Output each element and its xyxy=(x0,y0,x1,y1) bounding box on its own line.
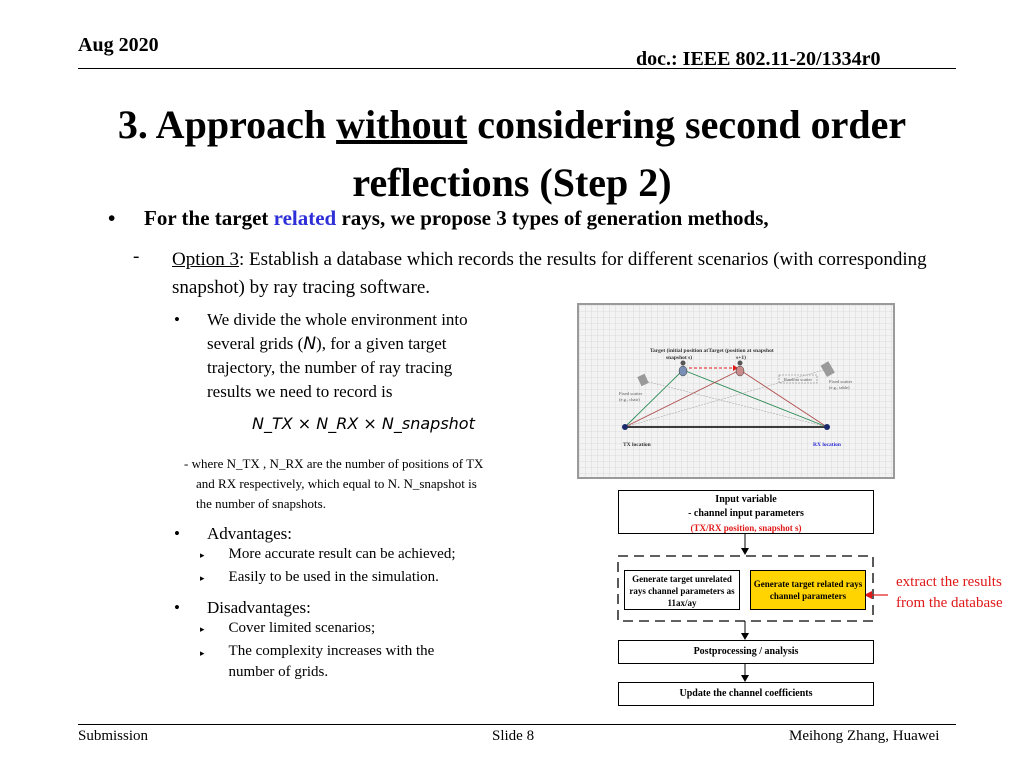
slide-title: 3. Approach without considering second o… xyxy=(60,96,964,212)
arrowhead-input xyxy=(741,548,749,555)
where-note: - where N_TX , N_RX are the number of po… xyxy=(184,454,524,514)
target-1-head xyxy=(680,360,686,366)
arrow-bullet-icon: ▸ xyxy=(200,574,205,584)
grid-line1: We divide the whole environment into xyxy=(207,310,468,329)
extract-note: extract the results from the database xyxy=(896,572,1003,614)
footer-author: Meihong Zhang, Huawei xyxy=(789,728,940,744)
advantages-list: ▸ More accurate result can be achieved; ▸… xyxy=(200,544,456,590)
rx-label: RX location xyxy=(813,442,841,448)
title-part1: 3. Approach xyxy=(117,102,337,147)
flow-unrelated-box: Generate target unrelated rays channel p… xyxy=(624,570,740,610)
footer-rule xyxy=(78,724,956,725)
bullet-dot: • xyxy=(174,598,180,617)
ray-scatter-right xyxy=(624,368,828,428)
formula-text: N_TX × N_RX × N_snapshot xyxy=(252,414,475,433)
where-line1: - where N_TX , N_RX are the number of po… xyxy=(184,456,484,471)
option-3-text: Option 3: Establish a database which rec… xyxy=(172,246,962,302)
header-rule xyxy=(78,68,956,69)
grid-line3: trajectory, the number of ray tracing xyxy=(207,358,453,377)
option-3-body: : Establish a database which records the… xyxy=(172,249,927,298)
fixed-scatter-left-shape xyxy=(637,373,649,387)
bullet-dot: • xyxy=(174,524,180,543)
ray-tx-target1 xyxy=(624,369,684,428)
tx-node xyxy=(622,424,628,430)
header-doc-id: doc.: IEEE 802.11-20/1334r0 xyxy=(636,48,881,70)
grid-line4: results we need to record is xyxy=(207,382,393,401)
disadvantage-item-1: The complexity increases with the number… xyxy=(228,643,435,680)
flow-input-line2: - channel input parameters xyxy=(688,508,804,519)
random-scatter-label: Random scatter xyxy=(784,377,813,382)
flow-input-line1: Input variable xyxy=(715,494,777,505)
bullet-dot: • xyxy=(174,310,180,329)
advantage-item-1: Easily to be used in the simulation. xyxy=(228,569,439,585)
disadvantage-item-0: Cover limited scenarios; xyxy=(228,620,376,636)
grid-line2b: ), for a given target xyxy=(316,334,447,353)
option-dash: - xyxy=(133,246,140,267)
ray-target1-rx xyxy=(682,369,828,428)
grid-symbol-n: N xyxy=(303,334,317,354)
ray-scatter-left xyxy=(644,380,828,428)
extract-arrowhead xyxy=(864,591,872,599)
advantages-heading: Advantages: xyxy=(207,524,292,543)
target-2-body xyxy=(735,365,745,377)
where-line2: and RX respectively, which equal to N. N… xyxy=(196,476,477,491)
tx-label: TX location xyxy=(623,442,651,448)
advantage-item-0: More accurate result can be achieved; xyxy=(228,546,456,562)
advantage-item: ▸ More accurate result can be achieved; xyxy=(200,544,456,567)
disadvantages-heading: Disadvantages: xyxy=(207,598,311,617)
title-emphasis: without xyxy=(336,102,468,147)
ray-tx-target2 xyxy=(624,369,741,428)
extract-line1: extract the results xyxy=(896,574,1002,590)
advantage-item: ▸ Easily to be used in the simulation. xyxy=(200,567,456,590)
header-date: Aug 2020 xyxy=(78,34,159,56)
bullet-methods: For the target related rays, we propose … xyxy=(144,206,769,231)
arrow-bullet-icon: ▸ xyxy=(200,625,205,635)
target-1-body xyxy=(678,365,688,377)
fixed-scatter-right-shape xyxy=(820,361,835,378)
disadvantage-item: ▸ Cover limited scenarios; xyxy=(200,618,500,641)
footer-slide-number: Slide 8 xyxy=(492,728,535,744)
ray-target2-rx xyxy=(739,369,828,428)
flow-update-box: Update the channel coefficients xyxy=(618,682,874,706)
formula: N_TX × N_RX × N_snapshot xyxy=(252,414,475,434)
flow-input-line3: (TX/RX position, snapshot s) xyxy=(690,523,802,533)
arrow-bullet-icon: ▸ xyxy=(200,551,205,561)
title-line2: reflections (Step 2) xyxy=(352,160,672,205)
rx-node xyxy=(824,424,830,430)
grid-bullet: We divide the whole environment into sev… xyxy=(207,308,527,404)
target-2-head xyxy=(737,360,743,366)
bullet-methods-pre: For the target xyxy=(144,206,274,230)
flow-postprocessing-box: Postprocessing / analysis xyxy=(618,640,874,664)
arrow-bullet-icon: ▸ xyxy=(200,649,205,659)
title-part2: considering second order xyxy=(467,102,907,147)
bullet-methods-post: rays, we propose 3 types of generation m… xyxy=(336,206,769,230)
grid-line2a: several grids ( xyxy=(207,334,304,353)
disadvantage-item: ▸ The complexity increases with the numbe… xyxy=(200,641,500,683)
footer-submission: Submission xyxy=(78,728,149,744)
bullet-methods-accent: related xyxy=(273,206,337,230)
where-line3: the number of snapshots. xyxy=(196,496,326,511)
fixed-scatter-right-label: Fixed scatter(e.g., table) xyxy=(829,379,853,391)
extract-line2: from the database xyxy=(896,595,1003,611)
random-scatter-box xyxy=(778,374,818,384)
fixed-scatter-left-label: Fixed scatter(e.g., chair) xyxy=(619,391,643,403)
disadvantages-list: ▸ Cover limited scenarios; ▸ The complexit… xyxy=(200,618,500,683)
bullet-dot: • xyxy=(108,206,116,230)
trajectory-arrowhead xyxy=(733,365,738,371)
option-3-label: Option 3 xyxy=(172,249,240,270)
flow-connectors xyxy=(617,534,888,682)
flow-related-box: Generate target related rays channel par… xyxy=(750,570,866,610)
flow-input-box: Input variable - channel input parameter… xyxy=(618,490,874,534)
arrowhead-group xyxy=(741,633,749,640)
arrowhead-post xyxy=(741,675,749,682)
grid-line2: several grids (N), for a given target xyxy=(207,332,527,356)
